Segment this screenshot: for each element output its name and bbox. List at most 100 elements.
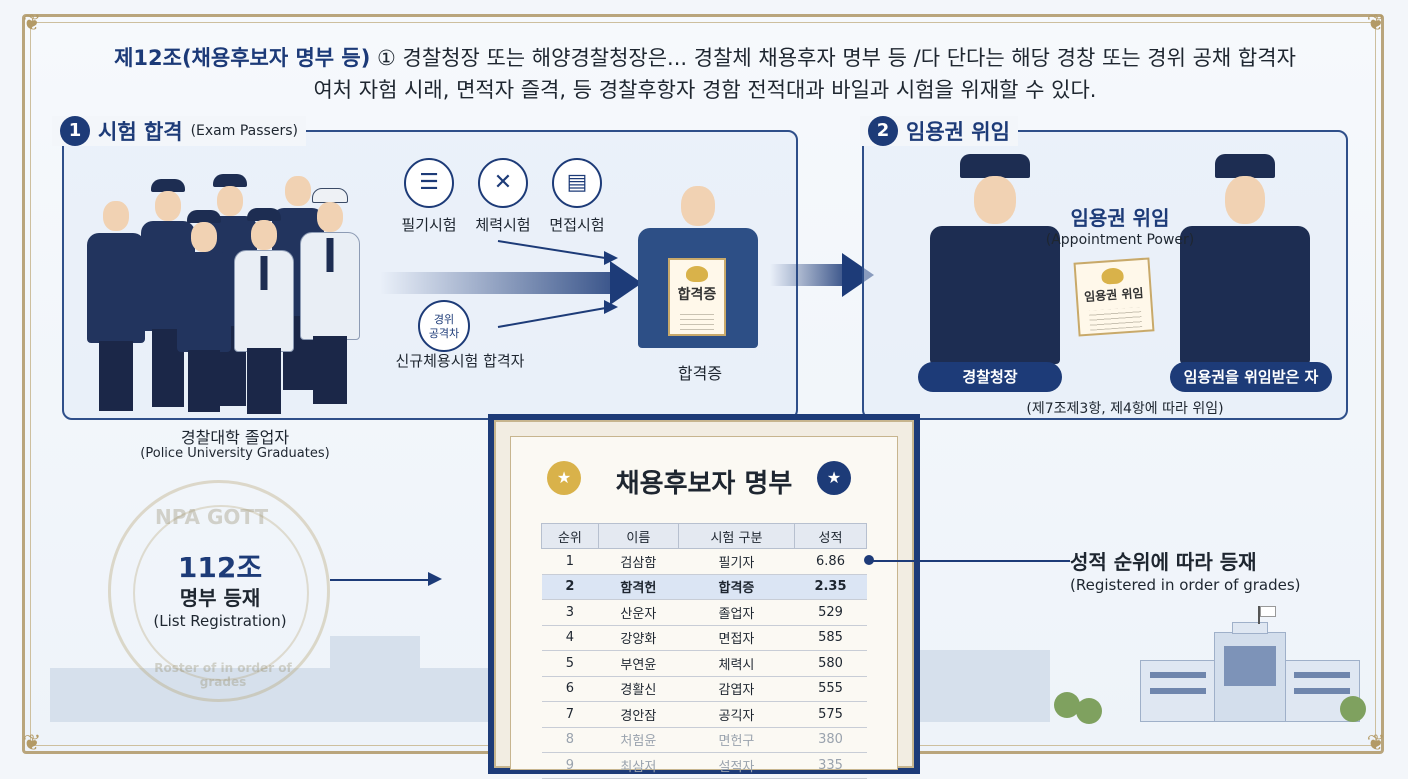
pointer-line [870,560,1070,562]
section1-subtitle: (Exam Passers) [190,123,298,139]
corner-ornament-icon: ❦ [22,11,42,36]
article-text-line2: 여처 자험 시래, 면적자 즐격, 등 경찰후항자 경함 전적대과 바일과 시험… [313,78,1097,102]
certificate-text: 합격증 [677,287,717,303]
corner-ornament-icon: ❦ [1366,731,1386,756]
delegation-note: (제7조제3항, 제4항에 따라 위임) [1026,401,1224,417]
article-text-line1: ① 경찰청장 또는 해양경찰청장은... 경찰체 채용후자 명부 등 /다 단다… [377,46,1296,70]
fitness-exam-label: 체력시험 [475,216,531,234]
table-cell: 585 [794,625,867,651]
table-cell: 설적자 [678,752,795,779]
table-cell: 380 [794,727,867,753]
table-cell: 1 [541,548,599,575]
section1-title: 시험 합격 [98,120,183,144]
clipboard-icon: ☰ [404,158,454,208]
list-registration-label-en: (List Registration) [153,612,287,630]
table-cell: 체력시 [678,650,795,677]
appointment-center-subtitle: (Appointment Power) [1045,232,1195,248]
new-recruit-label: 신규체용시험 합격자 [395,352,525,370]
table-cell: 555 [794,676,867,702]
table-cell: 공긱자 [678,701,795,728]
officer-figure [300,186,360,412]
table-cell: 335 [794,752,867,779]
flow-arrow-head-icon [610,261,642,305]
grade-order-label: 성적 순위에 따라 등재 [1070,550,1257,574]
roster-column-header: 순위 [541,523,599,549]
lieutenant-exam-icon: 경위 공격차 [418,300,470,352]
delegate-officer-figure [1180,150,1310,364]
appointment-certificate: 임용권 위임 [1073,257,1155,337]
table-cell: 감엽자 [678,676,795,702]
written-exam-label: 필기시험 [401,216,457,234]
section2-heading: 2 임용권 위임 [860,116,1018,146]
table-cell: 3 [541,599,599,626]
table-cell: 6 [541,676,599,702]
table-cell: 경활신 [598,676,679,702]
table-cell: 면헌구 [678,727,795,753]
officer-figure [176,208,232,418]
police-emblem-icon: ★ [547,461,581,495]
table-cell: 529 [794,599,867,626]
arrow [330,579,430,581]
table-cell: 검삼함 [598,548,679,575]
table-cell: 7 [541,701,599,728]
table-cell: 4 [541,625,599,651]
roster-title: 채용후보자 명부 [615,469,793,499]
table-cell: 최삼저 [598,752,679,779]
list-registration-label: 명부 등재 [179,586,261,610]
appointment-center-title: 임용권 위임 [1070,206,1170,230]
pass-certificate: 합격증 [668,258,726,336]
fitness-icon: ✕ [478,158,528,208]
table-cell: 580 [794,650,867,677]
section2-number: 2 [868,116,898,146]
table-cell: 6.86 [794,548,867,575]
table-cell: 575 [794,701,867,728]
graduates-label-en: (Police University Graduates) [140,446,330,461]
table-cell: 2.35 [794,574,867,600]
roster-column-header: 이름 [597,523,679,549]
table-cell: 8 [541,727,599,753]
interview-exam-label: 면접시험 [549,216,605,234]
corner-ornament-icon: ❦ [1366,11,1386,36]
officer-figure [86,195,146,425]
table-cell: 9 [541,752,599,779]
table-cell: 필기자 [678,548,795,575]
table-cell: 산운자 [598,599,679,626]
table-cell: 강양화 [598,625,679,651]
certificate-caption: 합격증 [677,364,723,383]
seal-ring-bottom-text: Roster of in order of grades [154,661,292,689]
commissioner-figure [930,150,1060,364]
table-cell: 처험윤 [598,727,679,753]
flow-arrow [380,272,612,294]
city-skyline [920,650,1050,722]
table-cell: 함격헌 [598,574,679,600]
pointer-dot [864,555,874,565]
maritime-police-emblem-icon: ★ [817,461,851,495]
officer-figure [234,206,294,420]
table-cell: 합격증 [678,574,795,600]
table-cell: 5 [541,650,599,677]
table-cell: 부연윤 [598,650,679,677]
table-cell: 면접자 [678,625,795,651]
arrow-head-icon [428,572,442,586]
police-seal-watermark: NPA GOTT Roster of in order of grades [108,480,330,702]
city-skyline [330,636,420,722]
section1-number: 1 [60,116,90,146]
section2-title: 임용권 위임 [906,120,1010,144]
table-cell: 경안잠 [598,701,679,728]
flow-arrow [770,264,844,286]
delegate-label: 임용권을 위임받은 자 [1170,362,1332,392]
grade-order-label-en: (Registered in order of grades) [1070,576,1301,594]
roster-column-header: 성적 [794,523,867,549]
article-header: 제12조(채용후보자 명부 등) ① 경찰청장 또는 해양경찰청장은... 경찰… [40,42,1370,106]
